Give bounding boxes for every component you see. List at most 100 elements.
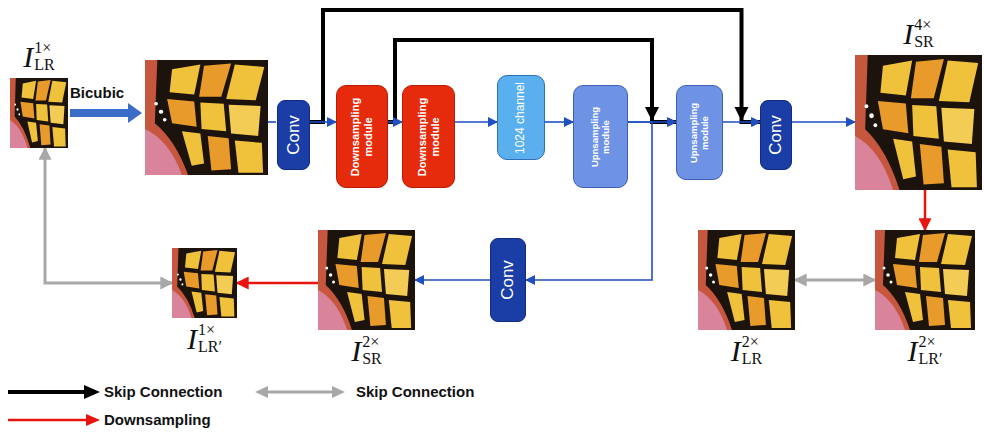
butterfly-image — [10, 78, 68, 148]
butterfly-image — [855, 55, 982, 190]
image-label: I1×LR′ — [187, 322, 222, 356]
channel-box: 1024 channel — [497, 75, 545, 160]
downsampling-box: Downsampling module — [402, 85, 455, 188]
skip-arrowhead — [735, 107, 749, 121]
downsampled-image: I2×LR′ — [875, 230, 975, 330]
flow-arrow — [310, 121, 336, 123]
box-label: Conv — [766, 104, 786, 166]
arrow-label: Bicubic — [70, 84, 124, 101]
butterfly-picture — [698, 230, 795, 330]
downsampling-arrow — [237, 282, 318, 285]
downsampling-arrow — [924, 190, 927, 230]
box-text: Upnsampling module — [590, 89, 612, 184]
grey-skip-connection — [795, 279, 875, 282]
butterfly-image — [318, 230, 415, 330]
image-label: I2×LR′ — [908, 334, 943, 368]
butterfly-image — [875, 230, 975, 330]
downsampling-box: Downsampling module — [336, 85, 388, 188]
image-label: I4×SR — [903, 17, 934, 51]
conv-box: Conv — [277, 100, 310, 170]
superscript: 1× — [34, 40, 54, 57]
box-text: Downsampling module — [416, 89, 441, 184]
upsampling-box: Upnsampling module — [676, 85, 723, 180]
flow-arrow — [455, 121, 497, 123]
superscript: 4× — [914, 17, 934, 34]
butterfly-image — [172, 248, 237, 318]
flow-arrow — [723, 121, 760, 123]
script-column: 2×LR — [742, 334, 762, 368]
subscript: LR′ — [919, 351, 943, 368]
box-text: Conv — [766, 104, 786, 166]
subscript: SR — [914, 34, 934, 51]
image-label: I2×SR — [351, 334, 382, 368]
script-column: 2×LR′ — [919, 334, 943, 368]
superscript: 2× — [742, 334, 762, 351]
legend-grey-head — [255, 386, 268, 398]
box-text: Downsampling module — [349, 89, 374, 184]
butterfly-picture — [855, 55, 982, 190]
flow-arrow — [545, 121, 573, 123]
superscript: 1× — [198, 322, 222, 339]
butterfly-picture — [875, 230, 975, 330]
image-label: I1×LR — [23, 40, 54, 74]
symbol-letter: I — [903, 19, 913, 49]
reconstructed-image: I1×LR′ — [172, 248, 237, 318]
symbol-letter: I — [731, 336, 741, 366]
box-text: Conv — [284, 104, 304, 166]
butterfly-picture — [318, 230, 415, 330]
output-image: I4×SR — [855, 55, 982, 190]
box-text: Conv — [498, 242, 518, 318]
legend-text: Skip Connection — [356, 383, 474, 400]
conv-box: Conv — [760, 100, 792, 170]
script-column: 2×SR — [362, 334, 382, 368]
box-label: Conv — [498, 242, 518, 318]
box-label: Conv — [284, 104, 304, 166]
bicubic-image — [145, 60, 268, 175]
input-image: I1×LR — [10, 78, 68, 148]
legend-down-head — [86, 414, 100, 426]
box-label: 1024 channel — [514, 79, 528, 156]
flow-line — [268, 121, 276, 123]
legend-text: Downsampling — [104, 411, 211, 428]
conv-box: Conv — [490, 238, 526, 322]
symbol-letter: I — [908, 336, 918, 366]
legend-grey-head — [332, 386, 345, 398]
grey-skip-connection — [45, 148, 172, 283]
butterfly-image — [698, 230, 795, 330]
legend-grey-arrow — [266, 391, 334, 394]
flow-arrow — [388, 121, 402, 123]
box-label: Downsampling module — [416, 89, 441, 184]
superscript: 2× — [362, 334, 382, 351]
image-label: I2×LR — [731, 334, 762, 368]
legend-text: Skip Connection — [104, 383, 222, 400]
reference-image: I2×LR — [698, 230, 795, 330]
subscript: LR — [34, 57, 54, 74]
box-label: Downsampling module — [349, 89, 374, 184]
script-column: 1×LR′ — [198, 322, 222, 356]
subscript: LR — [742, 351, 762, 368]
script-column: 1×LR — [34, 40, 54, 74]
legend-down-arrow — [8, 419, 88, 422]
bicubic-arrow — [70, 103, 142, 123]
flow-arrow — [415, 279, 490, 281]
symbol-letter: I — [187, 324, 197, 354]
box-text: 1024 channel — [514, 79, 528, 156]
subscript: SR — [362, 351, 382, 368]
upsampling-box: Upnsampling module — [573, 85, 628, 188]
script-column: 4×SR — [914, 17, 934, 51]
skip-arrowhead — [645, 107, 659, 121]
butterfly-picture — [10, 78, 68, 148]
symbol-letter: I — [351, 336, 361, 366]
subscript: LR′ — [198, 339, 222, 356]
box-label: Upnsampling module — [590, 89, 612, 184]
intermediate-image: I2×SR — [318, 230, 415, 330]
box-label: Upnsampling module — [689, 89, 711, 176]
butterfly-picture — [172, 248, 237, 318]
legend-skip-head — [84, 385, 100, 399]
superscript: 2× — [919, 334, 943, 351]
flow-arrow — [792, 121, 855, 123]
legend-skip-arrow — [8, 390, 86, 394]
symbol-letter: I — [23, 42, 33, 72]
